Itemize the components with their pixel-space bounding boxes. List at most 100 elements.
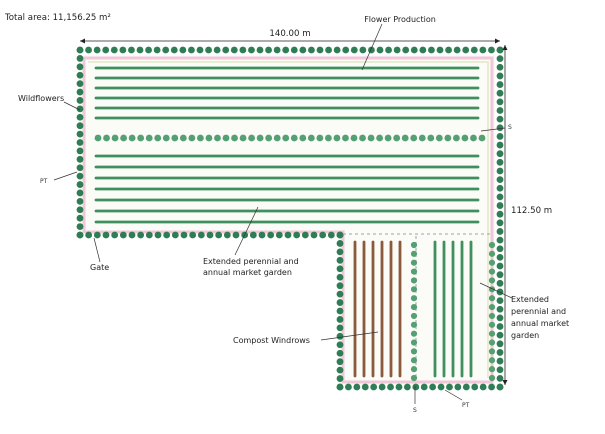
wildflowers-label: Wildflowers: [18, 94, 64, 103]
hedge-tree: [370, 383, 378, 391]
hedge-tree: [76, 80, 84, 88]
windbreak-tree: [359, 134, 366, 142]
hedge-tree: [189, 231, 197, 239]
hedge-tree: [325, 46, 332, 54]
pt-label-left: PT: [40, 178, 48, 185]
hedge-tree: [496, 133, 504, 140]
hedge-tree: [496, 141, 504, 149]
windbreak-tree: [410, 348, 418, 355]
hedge-tree: [420, 383, 428, 391]
hedge-tree: [163, 231, 171, 239]
hedge-tree: [93, 231, 101, 239]
hedge-tree: [213, 46, 221, 54]
hedge-tree: [496, 219, 504, 227]
hedge-tree: [412, 383, 420, 391]
hedge-tree: [232, 231, 240, 239]
hedge-tree: [222, 46, 230, 54]
windbreak-tree: [427, 134, 435, 142]
leader-market-garden-main: [234, 206, 259, 256]
windbreak-tree: [410, 321, 418, 328]
hedge-tree: [319, 231, 327, 239]
hedge-tree: [265, 46, 272, 54]
windbreak-tree: [435, 134, 443, 142]
leader-gate: [93, 237, 101, 263]
hedge-tree: [179, 46, 187, 54]
field-areas: [80, 55, 495, 385]
windbreak-tree: [401, 134, 409, 142]
windbreak-tree: [488, 303, 496, 311]
windbreak-tree: [94, 134, 102, 142]
hedge-tree: [290, 46, 298, 54]
hedge-tree: [410, 46, 418, 54]
windbreak-tree: [265, 134, 273, 142]
hedge-tree: [402, 46, 410, 54]
hedge-tree: [76, 63, 84, 71]
hedge-tree: [76, 105, 84, 113]
windbreak-tree: [478, 134, 486, 142]
windbreak-tree: [488, 348, 496, 355]
windbreak-tree: [488, 277, 496, 284]
hedge-tree: [76, 206, 84, 214]
crop-rows: [94, 66, 480, 378]
hedge-tree: [395, 383, 403, 391]
hedgerow-trees: [76, 46, 504, 391]
windbreak-tree: [488, 366, 496, 373]
windbreak-tree: [179, 134, 187, 142]
hedge-tree: [336, 316, 344, 323]
hedge-tree: [496, 228, 504, 235]
hedge-tree: [76, 197, 84, 205]
windbreak-tree: [488, 321, 496, 328]
windbreak-tree: [128, 134, 136, 142]
market-garden-right-line2: perennial and: [511, 307, 566, 316]
windbreak-tree: [488, 295, 496, 302]
hedge-tree: [76, 189, 84, 197]
hedge-tree: [137, 231, 145, 239]
hedge-tree: [336, 358, 344, 366]
market-garden-right-line4: garden: [511, 331, 539, 340]
windbreak-tree: [290, 134, 298, 142]
hedge-tree: [171, 231, 179, 239]
hedge-tree: [196, 46, 204, 54]
windbreak-tree: [418, 134, 426, 142]
hedge-tree: [376, 46, 384, 54]
hedge-tree: [206, 231, 214, 239]
hedge-tree: [496, 253, 504, 261]
hedge-tree: [154, 231, 162, 239]
hedge-tree: [496, 357, 504, 365]
leader-lines: [53, 23, 513, 404]
windbreak-tree: [367, 134, 375, 142]
hedge-tree: [111, 231, 119, 239]
hedge-tree: [496, 314, 504, 322]
hedge-tree: [284, 231, 292, 239]
hedge-tree: [428, 46, 435, 54]
windbreak-tree: [248, 134, 256, 142]
windbreak-tree: [162, 134, 170, 142]
hedge-tree: [496, 245, 504, 253]
windbreak-tree: [488, 330, 496, 337]
hedge-tree: [496, 167, 504, 175]
hedge-tree: [496, 124, 504, 132]
market-garden-right-line1: Extended: [511, 295, 549, 304]
hedge-tree: [76, 46, 84, 54]
hedge-tree: [453, 46, 461, 54]
hedge-tree: [446, 383, 453, 391]
hedge-tree: [333, 46, 341, 54]
windbreak-tree: [488, 241, 496, 249]
windbreak-tree: [154, 134, 162, 142]
hedge-tree: [479, 383, 487, 391]
hedge-tree: [336, 256, 344, 264]
windbreak-tree: [282, 134, 290, 142]
hedge-tree: [345, 383, 352, 391]
hedge-tree: [76, 113, 84, 121]
hedge-tree: [76, 181, 84, 188]
hedge-tree: [128, 231, 136, 239]
width-arrow-right: [495, 38, 500, 44]
hedge-tree: [378, 383, 386, 391]
hedge-tree: [76, 71, 84, 79]
hedge-tree: [170, 46, 178, 54]
hedge-tree: [76, 172, 84, 180]
hedge-tree: [403, 383, 411, 391]
hedge-tree: [336, 332, 344, 340]
hedge-tree: [496, 46, 504, 54]
hedge-tree: [496, 89, 504, 97]
